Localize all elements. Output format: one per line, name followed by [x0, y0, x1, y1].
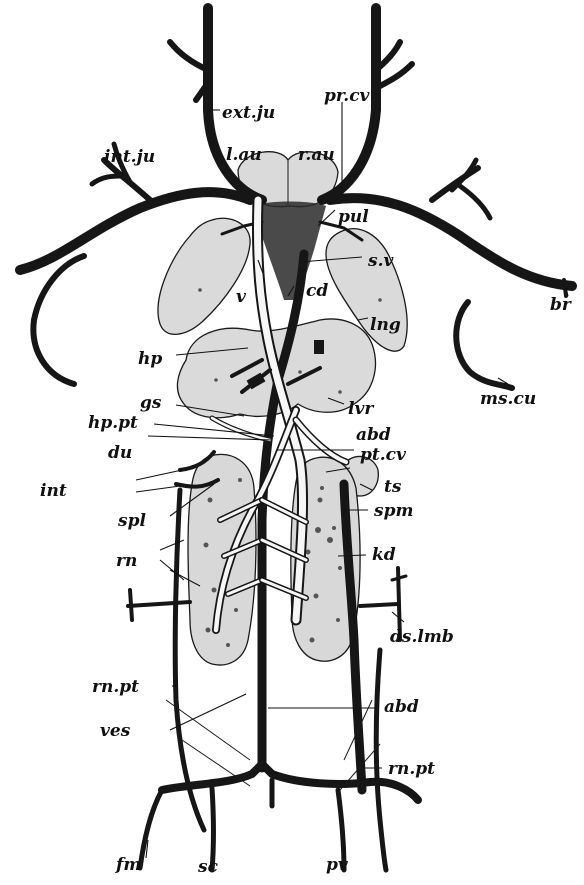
label-int: int	[40, 481, 67, 501]
label-pul: pul	[338, 207, 369, 227]
label-abd-upper: abd	[356, 425, 391, 445]
label-cd: cd	[306, 281, 328, 301]
label-lng: lng	[370, 315, 401, 335]
label-s-v: s.v	[367, 251, 394, 271]
label-r-au: r.au	[298, 145, 335, 165]
label-spm: spm	[373, 501, 413, 521]
label-fm: fm	[115, 855, 141, 875]
label-rn: rn	[116, 551, 137, 571]
label-ves: ves	[100, 721, 131, 741]
label-rn-pt-right: rn.pt	[388, 759, 435, 779]
label-v: v	[236, 287, 247, 307]
label-pv: pv	[326, 855, 349, 875]
label-br: br	[550, 295, 572, 315]
label-ds-lmb: ds.lmb	[390, 627, 454, 647]
label-ms-cu: ms.cu	[480, 389, 536, 409]
label-abd-lower: abd	[384, 697, 419, 717]
label-sc: sc	[197, 857, 219, 877]
label-pr-cv: pr.cv	[324, 86, 371, 106]
label-hp: hp	[138, 349, 162, 369]
left-lung	[158, 218, 250, 334]
label-int-ju: int.ju	[104, 147, 155, 167]
label-l-au: l.au	[226, 145, 262, 165]
label-du: du	[108, 443, 132, 463]
label-kd: kd	[372, 545, 396, 565]
label-rn-pt-left: rn.pt	[92, 677, 139, 697]
label-pt-cv: pt.cv	[360, 445, 407, 465]
label-lvr: lvr	[348, 399, 374, 419]
label-hp-pt: hp.pt	[88, 413, 138, 433]
label-ext-ju: ext.ju	[222, 103, 275, 123]
label-spl: spl	[117, 511, 146, 531]
label-ts: ts	[384, 477, 402, 497]
label-gs: gs	[140, 393, 162, 413]
